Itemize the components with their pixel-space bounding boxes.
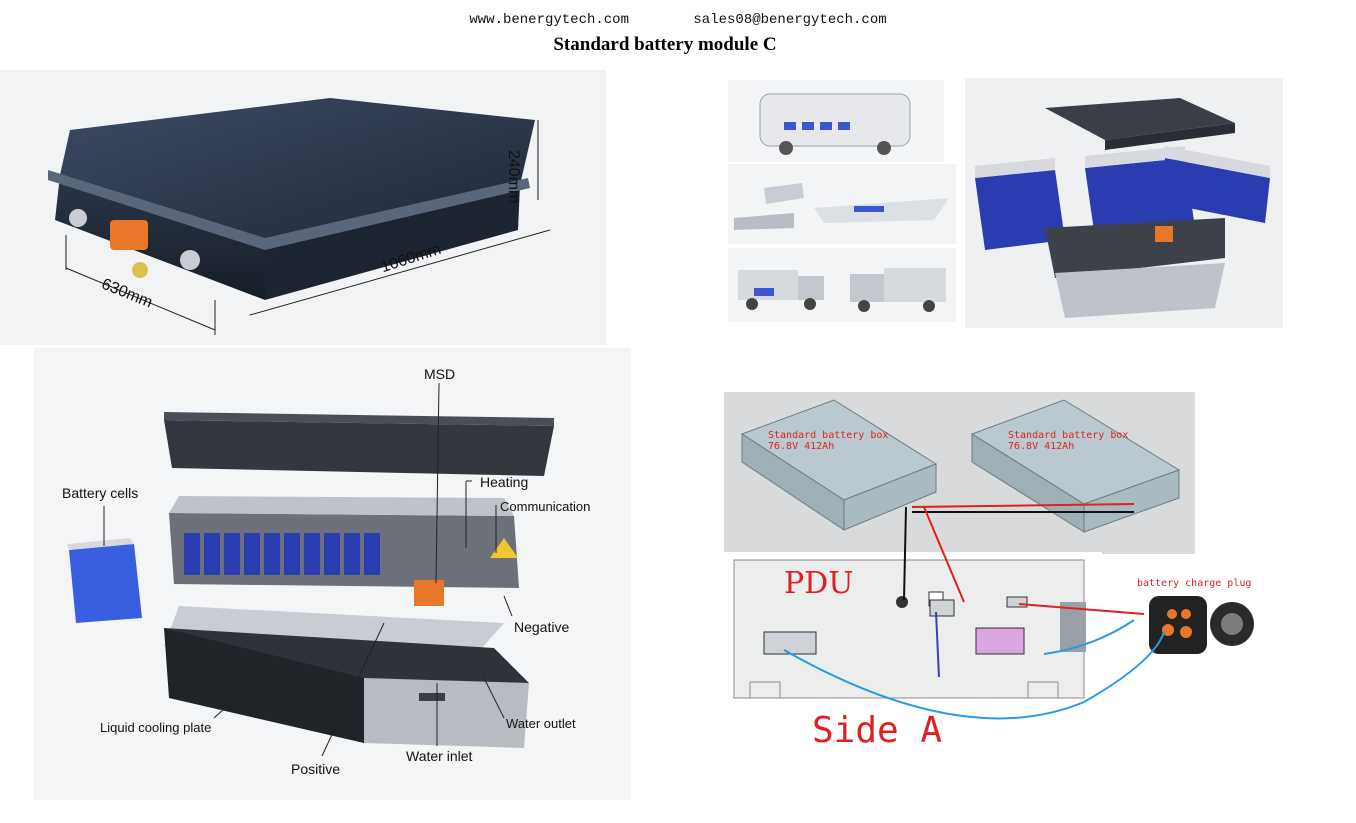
dimension-photo: 240mm 1060mm 630mm <box>0 70 606 345</box>
exploded-render-photo <box>965 78 1283 328</box>
battery-box-1-name: Standard battery box <box>768 430 889 441</box>
label-liquid-cooling-plate: Liquid cooling plate <box>100 720 212 735</box>
battery-box-2-spec: 76.8V 412Ah <box>1008 441 1075 452</box>
wiring-diagram-illustration <box>724 392 1254 720</box>
wiring-diagram: Standard battery box 76.8V 412Ah Standar… <box>724 392 1284 760</box>
label-negative: Negative <box>514 619 570 635</box>
battery-box-1-spec: 76.8V 412Ah <box>768 441 835 452</box>
exploded-module-illustration <box>975 98 1270 318</box>
label-water-inlet: Water inlet <box>406 748 473 764</box>
label-battery-cells: Battery cells <box>62 485 139 501</box>
page-title: Standard battery module C <box>553 34 777 55</box>
height-dimension-label: 240mm <box>505 150 522 204</box>
charge-plug-label: battery charge plug <box>1137 578 1252 589</box>
label-heating: Heating <box>480 474 529 490</box>
battery-box-1-label: Standard battery box 76.8V 412Ah <box>768 430 888 452</box>
label-positive: Positive <box>291 761 341 777</box>
email-text: sales08@benergytech.com <box>693 12 887 28</box>
battery-box-2-name: Standard battery box <box>1008 430 1129 441</box>
applications-collage <box>724 78 958 324</box>
label-water-outlet: Water outlet <box>506 716 576 731</box>
label-communication: Communication <box>500 499 591 514</box>
pdu-label: PDU <box>784 566 854 601</box>
side-a-label: Side A <box>812 710 943 751</box>
battery-box-2-label: Standard battery box 76.8V 412Ah <box>1008 430 1128 452</box>
exploded-diagram: MSD Heating Communication Battery cells … <box>34 348 631 800</box>
exploded-diagram-illustration <box>67 382 554 757</box>
vehicle-illustrations <box>728 80 956 322</box>
battery-pack-illustration <box>48 98 551 335</box>
header-contact-line: www.benergytech.com sales08@benergytech.… <box>0 12 1356 28</box>
website-text: www.benergytech.com <box>469 12 629 28</box>
label-msd: MSD <box>424 366 456 382</box>
